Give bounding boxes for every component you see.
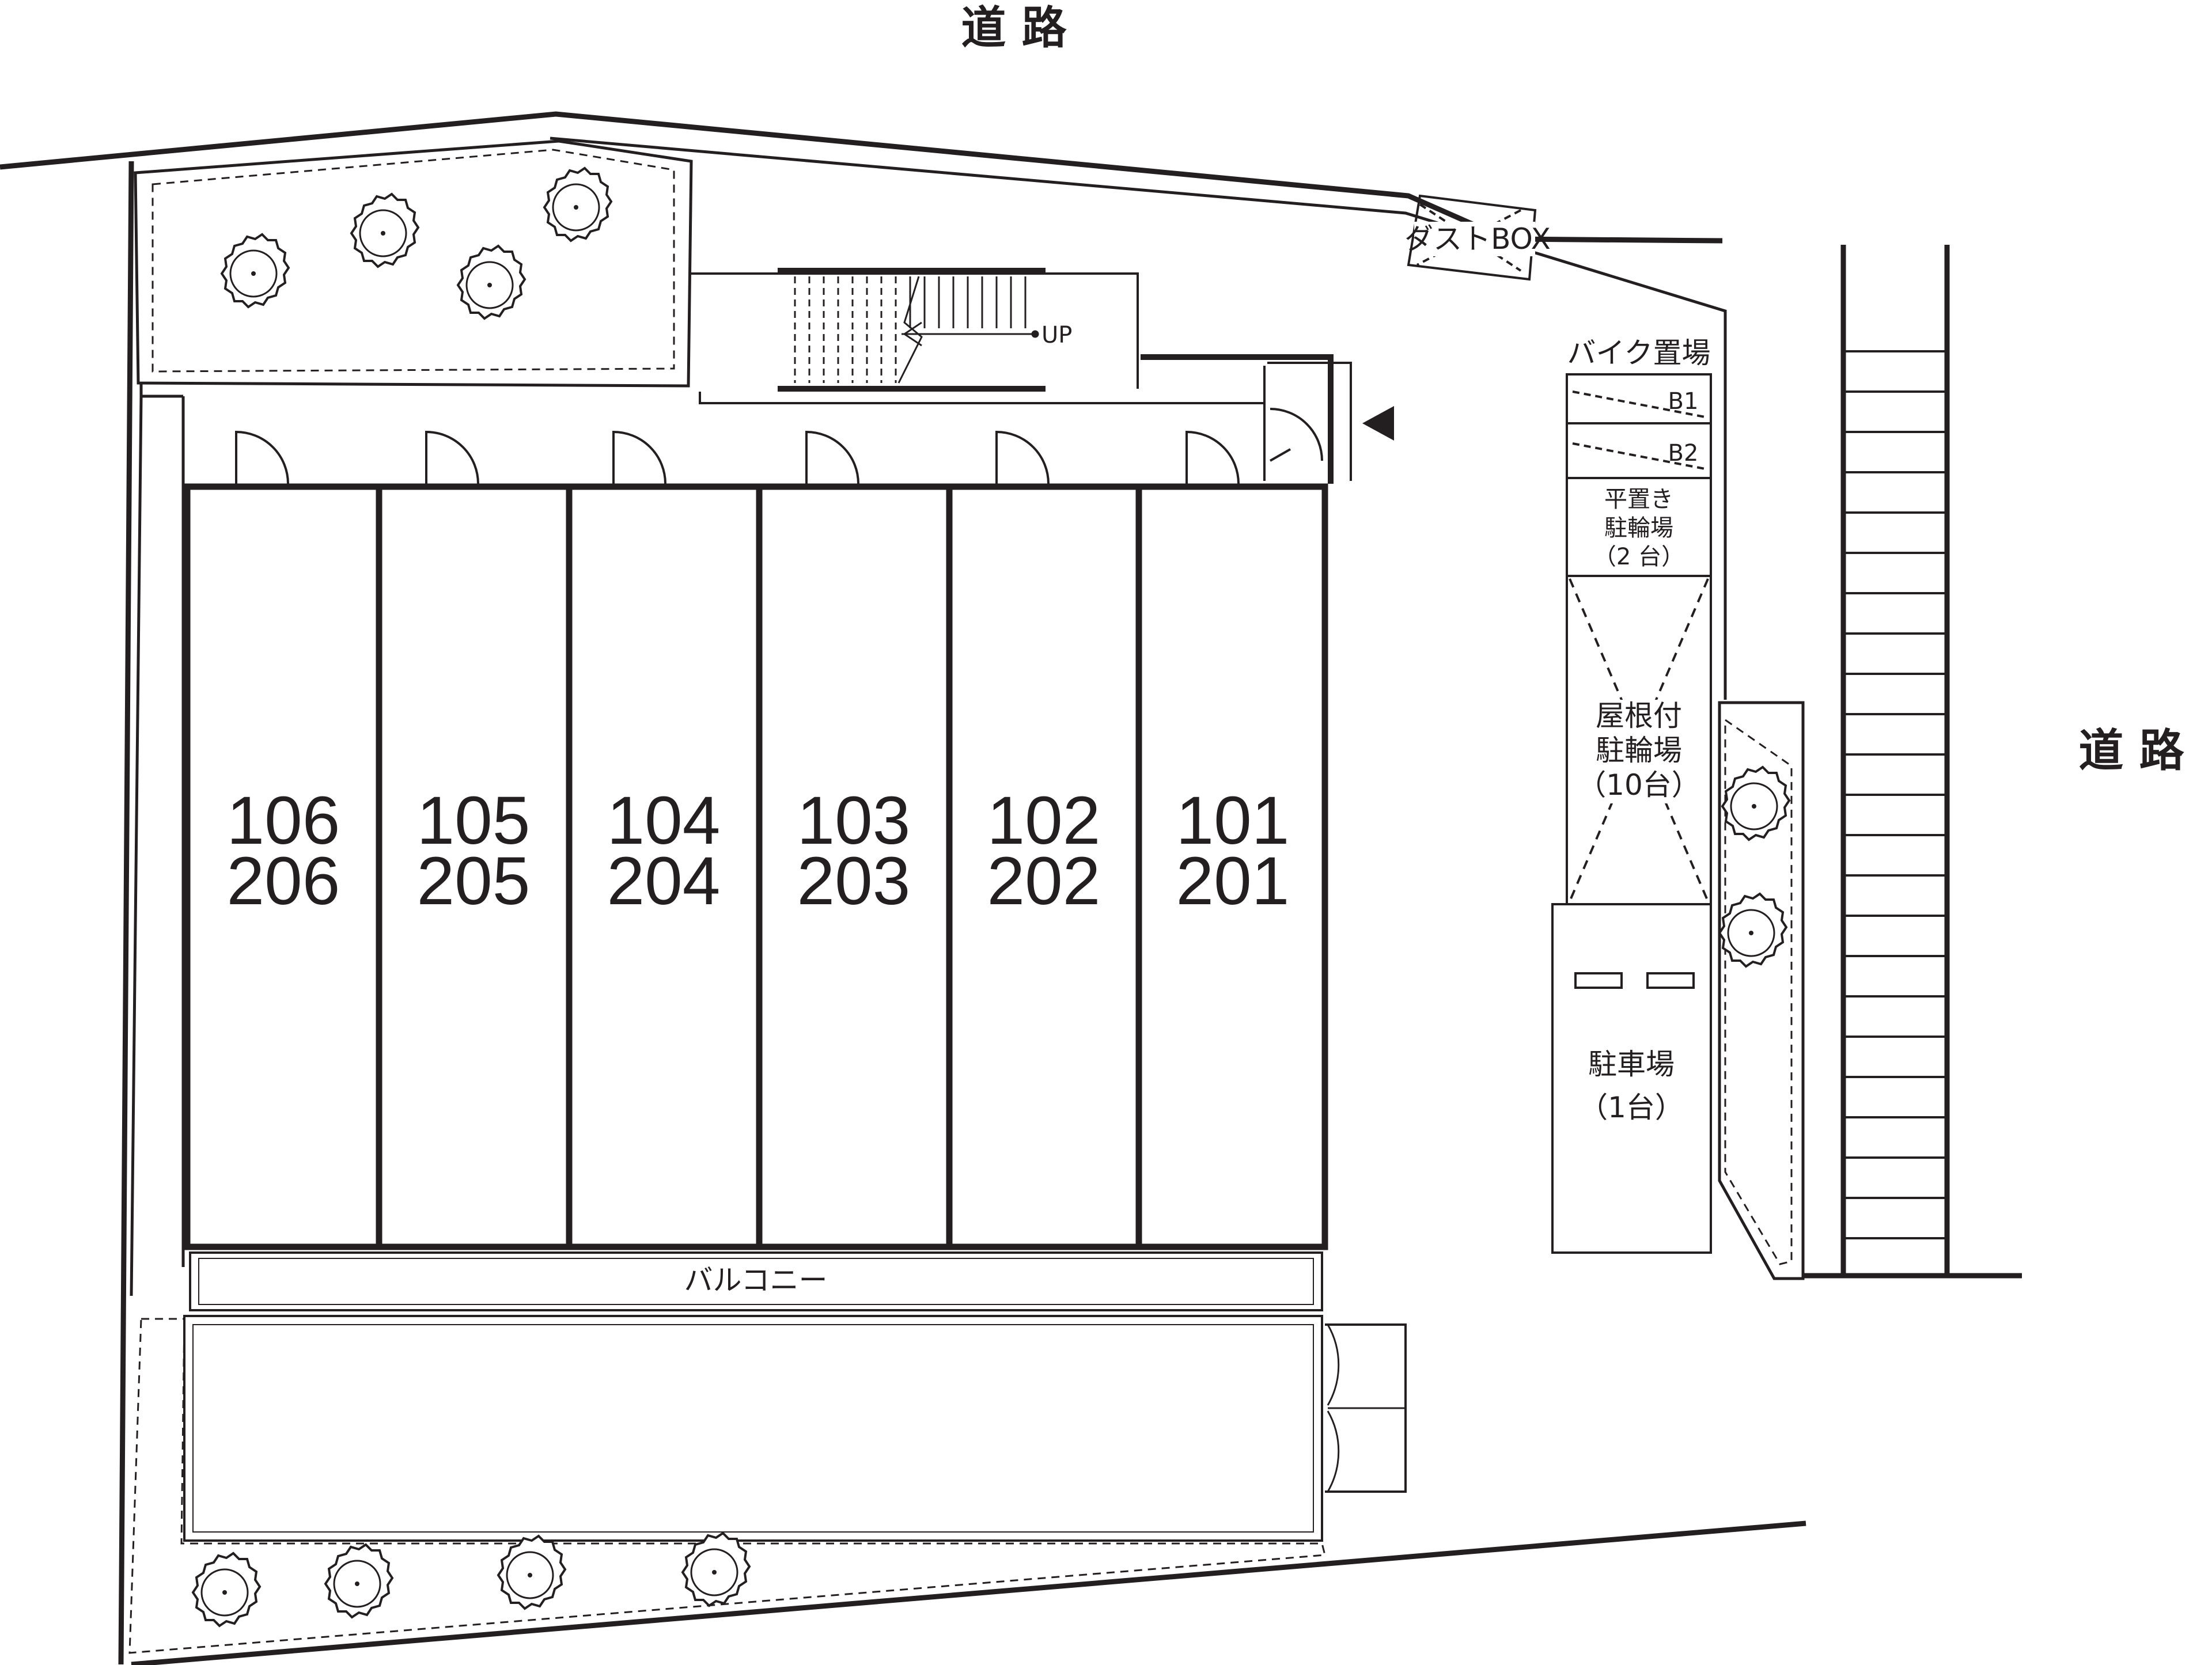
bike-b1-label: B1: [1668, 388, 1699, 415]
unit-101-label: 101: [1176, 783, 1290, 859]
tree-icon: [1718, 893, 1787, 968]
garden-top-left: [134, 139, 693, 388]
unit-doors: [235, 430, 1240, 484]
tree-icon: [497, 1535, 566, 1610]
right-road-sidewalk: [1803, 245, 2022, 1279]
road-label-top: 道 路: [961, 2, 1067, 54]
stairs-up-label: UP: [1041, 322, 1072, 348]
flat-bicycle-label-3: （2 台）: [1593, 544, 1684, 570]
road-label-right: 道 路: [2078, 725, 2184, 777]
unit-labels: 106 206 105 205 104 204 103 203 102 202 …: [227, 783, 1290, 919]
unit-102-label: 102: [987, 783, 1101, 859]
flat-bicycle-label-2: 駐輪場: [1604, 515, 1673, 541]
roofed-bicycle-label-3: （10台）: [1577, 768, 1700, 802]
tree-icon: [324, 1543, 393, 1618]
dust-box-label: ダストBOX: [1404, 222, 1551, 256]
unit-103-label: 103: [797, 783, 911, 859]
unit-205-label: 205: [417, 843, 531, 919]
bike-parking-label-bg: [1573, 331, 1705, 371]
unit-201-label: 201: [1176, 843, 1290, 919]
car-parking: [1551, 903, 1712, 1254]
unit-105-label: 105: [417, 783, 531, 859]
site-boundary: [0, 111, 1806, 1665]
bike-b2-label: B2: [1668, 440, 1699, 466]
units-block: [184, 483, 1328, 1250]
unit-204-label: 204: [607, 843, 721, 919]
roofed-bicycle-label-1: 屋根付: [1596, 699, 1682, 733]
dust-box-label-bg: [1414, 222, 1535, 256]
car-parking-label-2: （1台）: [1579, 1091, 1684, 1124]
tree-icon: [1721, 766, 1790, 841]
entrance-arrow-icon: [1362, 406, 1394, 441]
stair-treads: [794, 276, 1034, 384]
roofed-bicycle-label-2: 駐輪場: [1596, 734, 1682, 767]
unit-106-label: 106: [227, 783, 340, 859]
balcony: [189, 1251, 1323, 1311]
roofed-bicycle-label-bg: [1587, 700, 1691, 803]
stairwell: [691, 268, 1352, 484]
unit-203-label: 203: [797, 843, 911, 919]
tree-icon: [192, 1552, 261, 1627]
unit-202-label: 202: [987, 843, 1101, 919]
car-parking-label-1: 駐車場: [1588, 1048, 1675, 1081]
balcony-label: バルコニー: [684, 1264, 828, 1297]
unit-104-label: 104: [607, 783, 721, 859]
flat-bicycle-label-1: 平置き: [1604, 486, 1673, 513]
south-yard: [183, 1315, 1407, 1542]
garden-south: [128, 1318, 1326, 1654]
bike-parking-label: バイク置場: [1567, 336, 1711, 370]
unit-206-label: 206: [227, 843, 340, 919]
garden-right: [1718, 701, 1805, 1280]
